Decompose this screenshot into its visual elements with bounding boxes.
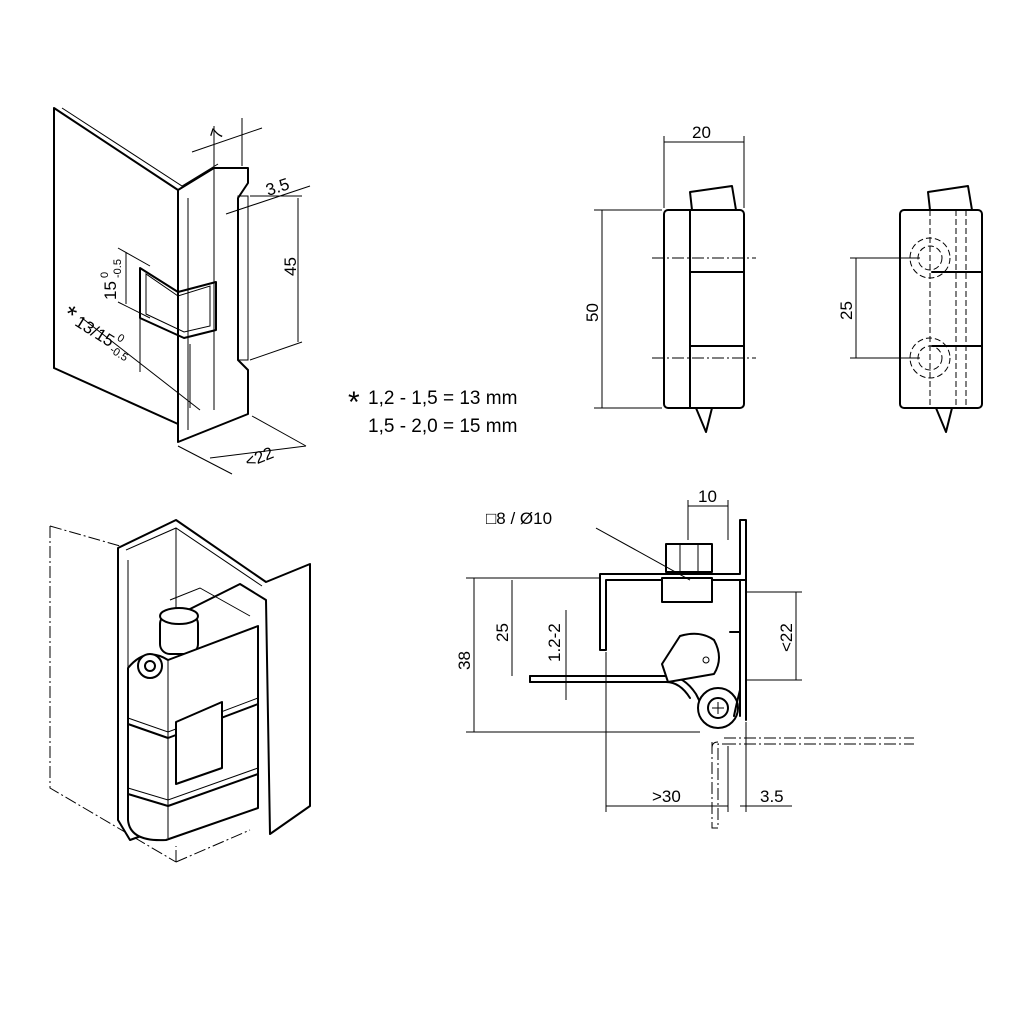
svg-text:-0.5: -0.5	[112, 259, 124, 278]
key-pin	[665, 543, 713, 573]
dim-cutout-width: * 13/15 0 -0.5	[58, 299, 130, 364]
note-line-2: 1,5 - 2,0 = 15 mm	[368, 416, 517, 437]
dim-cutout-height: 15 0 -0.5	[99, 259, 124, 300]
hinge-cam	[661, 632, 720, 683]
iso-cutout-view: 7 3.5 45 15 0 -0.5 * 13/15 0 -0.5	[53, 107, 311, 475]
dim-total-height: 38	[455, 651, 474, 670]
dim-top-height: 25	[493, 623, 512, 642]
note-star: *	[348, 386, 360, 419]
dim-front-width: 20	[692, 123, 711, 142]
svg-text:0: 0	[99, 272, 111, 278]
iso-assembly-view	[49, 519, 311, 863]
dim-right-depth: <22	[777, 623, 796, 652]
front-view: 20 50	[583, 123, 756, 433]
front-body	[663, 209, 745, 409]
note-line-1: 1,2 - 1,5 = 13 mm	[368, 388, 517, 409]
section-view: □8 / Ø10 10 38 25 1.2-2 <22 >30 3.5	[455, 487, 914, 829]
panel-outline	[53, 107, 249, 443]
dim-hole-spacing: 25	[837, 301, 856, 320]
dim-slot-width: 7	[207, 126, 228, 141]
dim-depth: <22	[242, 443, 276, 471]
dim-bottom-left: >30	[652, 787, 681, 806]
svg-text:13/15: 13/15	[72, 312, 118, 351]
side-body	[899, 209, 983, 409]
svg-text:15: 15	[101, 281, 120, 300]
dim-thickness: 1.2-2	[545, 623, 564, 662]
dim-bottom-right: 3.5	[760, 787, 784, 806]
side-view: 25	[837, 185, 983, 433]
svg-text:0: 0	[115, 332, 127, 345]
dim-pin-width: 10	[698, 487, 717, 506]
dim-front-height: 50	[583, 303, 602, 322]
dim-key-size: □8 / Ø10	[486, 509, 552, 528]
dim-height-45: 45	[281, 257, 300, 276]
svg-text:-0.5: -0.5	[107, 344, 129, 364]
mounting-hole-lower	[909, 337, 951, 379]
material-thickness-note: * 1,2 - 1,5 = 13 mm 1,5 - 2,0 = 15 mm	[348, 386, 517, 437]
mounting-hole-upper	[909, 237, 951, 279]
